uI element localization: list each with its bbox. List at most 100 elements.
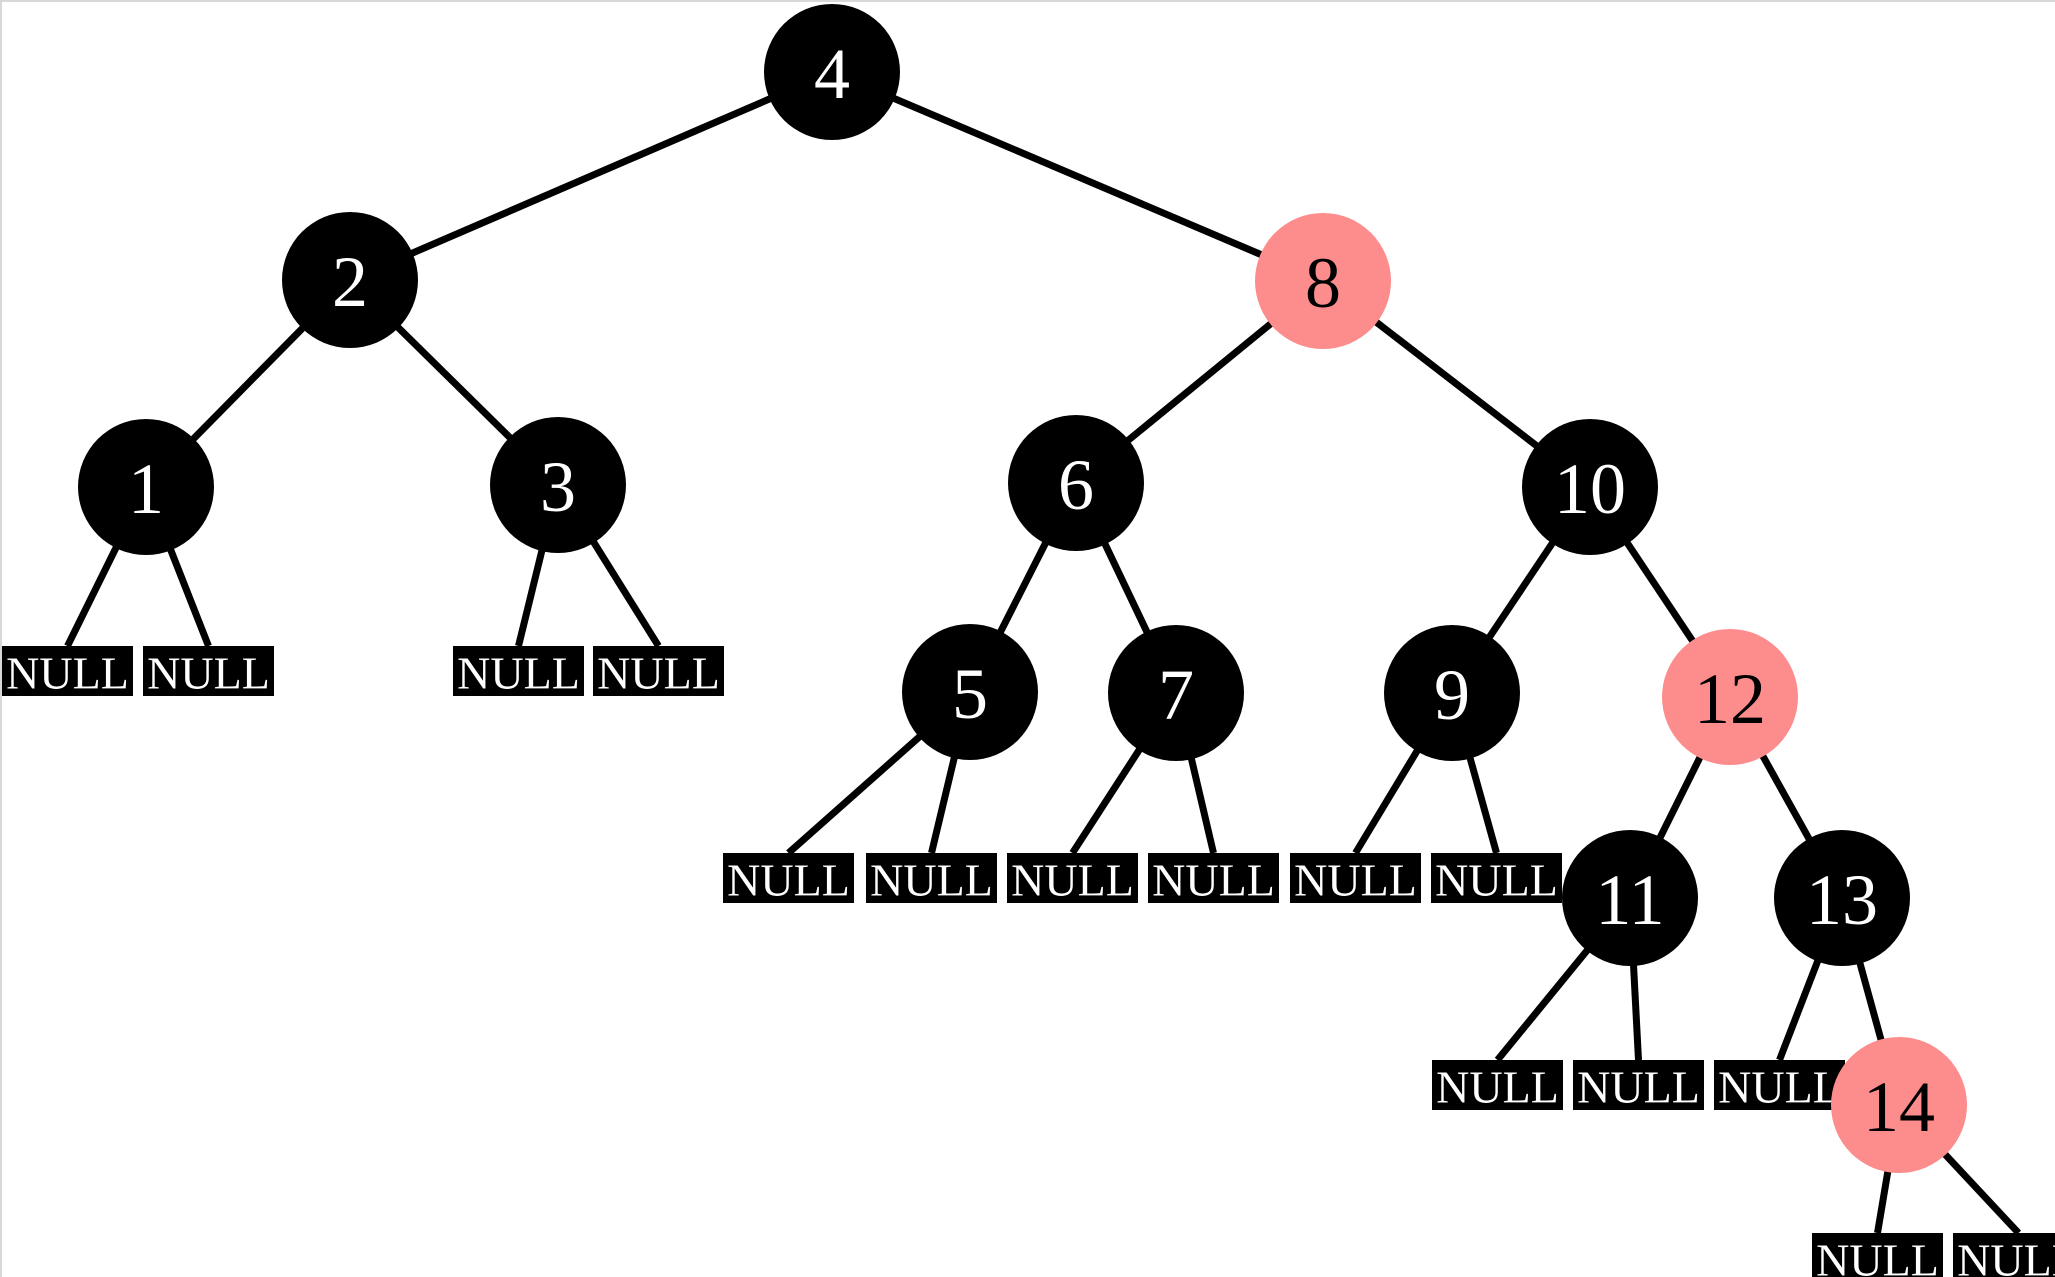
tree-node-10[interactable]: 10 — [1522, 419, 1658, 555]
node-value-label: 5 — [952, 654, 988, 734]
null-leaf-box — [1714, 1060, 1845, 1110]
null-leaf-label: NULL — [6, 648, 129, 699]
null-leaf: NULL — [1953, 1233, 2055, 1277]
null-leaf-label: NULL — [870, 855, 993, 906]
tree-edge-null — [64, 544, 120, 648]
null-leaf-label: NULL — [1011, 855, 1134, 906]
tree-edge-null — [1874, 1169, 1892, 1234]
node-value-label: 3 — [540, 447, 576, 527]
node-circle-red[interactable] — [1662, 629, 1798, 765]
null-leaf-label: NULL — [147, 648, 270, 699]
node-value-label: 6 — [1058, 445, 1094, 525]
tree-edge — [394, 323, 514, 442]
tree-edge-null — [1941, 1150, 2022, 1236]
null-boxes-layer: NULL NULL NULL NULL NULL NULL NULL NULL NULL NULL… — [2, 646, 2055, 1277]
node-value-label: 1 — [128, 449, 164, 529]
tree-node-2[interactable]: 2 — [282, 212, 418, 348]
tree-node-6[interactable]: 6 — [1008, 415, 1144, 551]
null-leaf-box — [1573, 1060, 1704, 1110]
node-value-label: 4 — [814, 34, 850, 114]
null-leaf-box — [1431, 853, 1562, 903]
node-value-label: 12 — [1694, 659, 1766, 739]
node-value-label: 10 — [1554, 449, 1626, 529]
null-leaf-box — [723, 853, 854, 903]
null-leaf: NULL — [1431, 853, 1562, 906]
node-circle-black[interactable] — [764, 4, 900, 140]
null-leaf: NULL — [453, 646, 584, 699]
tree-edge-null — [515, 548, 546, 647]
null-leaf-label: NULL — [1718, 1062, 1841, 1113]
tree-node-13[interactable]: 13 — [1774, 830, 1910, 966]
null-leaf: NULL — [1714, 1060, 1845, 1113]
null-leaf: NULL — [1148, 853, 1279, 906]
tree-node-11[interactable]: 11 — [1562, 830, 1698, 966]
null-leaf-box — [1812, 1233, 1943, 1277]
node-circle-black[interactable] — [1384, 625, 1520, 761]
null-leaf-label: NULL — [1957, 1235, 2055, 1277]
null-leaf-box — [1290, 853, 1421, 903]
tree-edge-null — [1629, 963, 1642, 1061]
null-leaf-label: NULL — [1577, 1062, 1700, 1113]
null-leaf: NULL — [1812, 1233, 1943, 1277]
tree-edge — [1623, 539, 1697, 645]
node-value-label: 14 — [1863, 1067, 1935, 1147]
node-circle-black[interactable] — [1522, 419, 1658, 555]
node-circle-black[interactable] — [902, 624, 1038, 760]
tree-edge — [891, 94, 1264, 259]
node-circle-black[interactable] — [1108, 625, 1244, 761]
null-leaf-box — [1432, 1060, 1563, 1110]
null-leaf-box — [1953, 1233, 2055, 1277]
tree-node-4[interactable]: 4 — [764, 4, 900, 140]
tree-edge-null — [1187, 756, 1217, 854]
node-circle-black[interactable] — [1774, 830, 1910, 966]
tree-edge-null — [1494, 946, 1591, 1063]
tree-node-3[interactable]: 3 — [490, 417, 626, 553]
null-leaf: NULL — [1007, 853, 1138, 906]
tree-edge — [1101, 541, 1151, 635]
tree-node-12[interactable]: 12 — [1662, 629, 1798, 765]
tree-edge-null — [1466, 755, 1500, 854]
tree-edge — [1856, 960, 1885, 1043]
tree-node-8[interactable]: 8 — [1255, 213, 1391, 349]
node-circle-red[interactable] — [1255, 213, 1391, 349]
null-leaf-label: NULL — [457, 648, 580, 699]
null-leaf-box — [866, 853, 997, 903]
null-leaf: NULL — [1432, 1060, 1563, 1113]
null-leaf-label: NULL — [727, 855, 850, 906]
tree-edge — [1656, 754, 1704, 841]
node-circle-red[interactable] — [1831, 1037, 1967, 1173]
tree-node-9[interactable]: 9 — [1384, 625, 1520, 761]
null-leaf: NULL — [723, 853, 854, 906]
tree-node-5[interactable]: 5 — [902, 624, 1038, 760]
tree-edge-null — [786, 733, 923, 856]
tree-edge-null — [589, 539, 662, 648]
node-circle-black[interactable] — [282, 212, 418, 348]
tree-node-7[interactable]: 7 — [1108, 625, 1244, 761]
tree-node-14[interactable]: 14 — [1831, 1037, 1967, 1173]
null-leaf: NULL — [1290, 853, 1421, 906]
node-circle-black[interactable] — [490, 417, 626, 553]
tree-edge — [1485, 539, 1557, 641]
tree-edge — [1759, 752, 1813, 843]
tree-edge — [189, 324, 307, 443]
null-leaf: NULL — [143, 646, 274, 699]
tree-node-1[interactable]: 1 — [78, 419, 214, 555]
node-value-label: 2 — [332, 242, 368, 322]
node-value-label: 8 — [1305, 243, 1341, 323]
node-circle-black[interactable] — [1008, 415, 1144, 551]
null-leaf-label: NULL — [1294, 855, 1417, 906]
node-value-label: 13 — [1806, 860, 1878, 940]
tree-edge-null — [1069, 746, 1144, 855]
node-value-label: 11 — [1595, 860, 1664, 940]
null-leaf-box — [453, 646, 584, 696]
null-leaf-box — [1007, 853, 1138, 903]
node-value-label: 7 — [1158, 655, 1194, 735]
null-leaf-label: NULL — [597, 648, 720, 699]
null-leaf: NULL — [1573, 1060, 1704, 1113]
tree-edge-null — [166, 547, 212, 648]
node-circle-black[interactable] — [1562, 830, 1698, 966]
node-circle-black[interactable] — [78, 419, 214, 555]
